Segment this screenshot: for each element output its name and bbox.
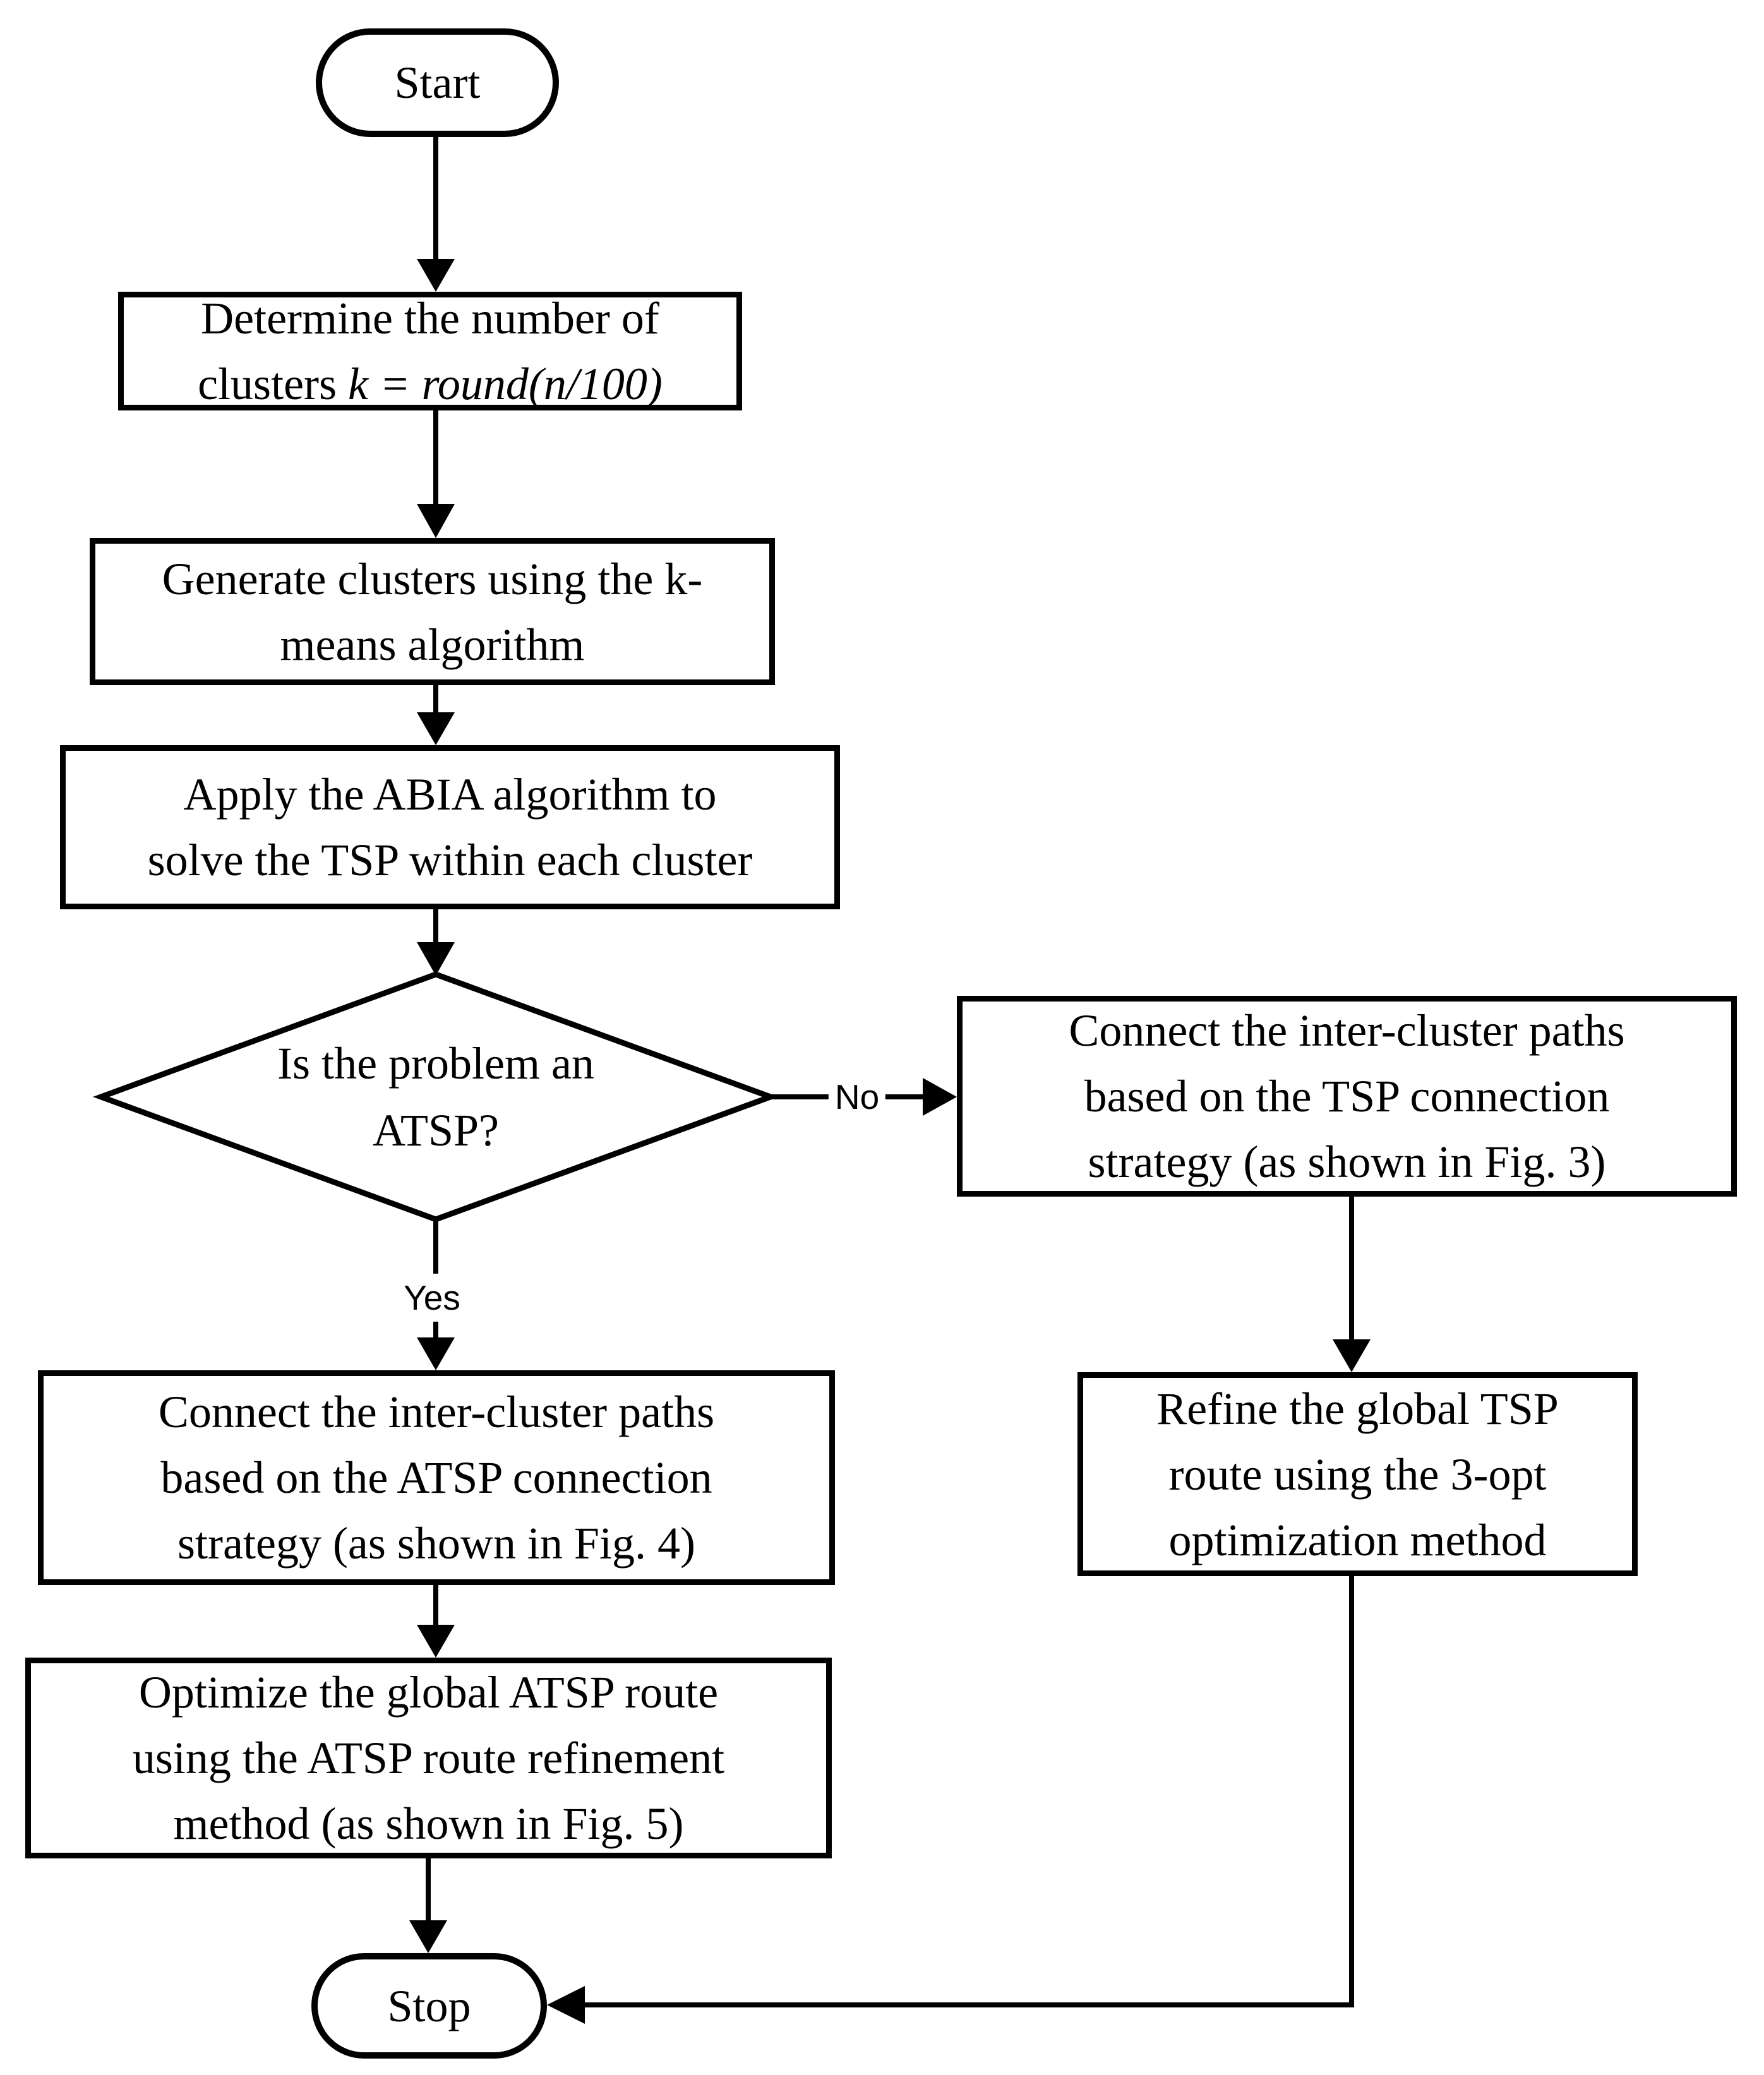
stop-label: Stop — [387, 1980, 471, 2031]
process-optimize-atsp-route: Optimize the global ATSP route using the… — [25, 1658, 832, 1858]
process-apply-abia: Apply the ABIA algorithm to solve the TS… — [60, 745, 840, 909]
decision-text-line: ATSP? — [372, 1105, 500, 1156]
process-text-line: Determine the number of — [201, 293, 659, 344]
process-text-line: strategy (as shown in Fig. 4) — [177, 1518, 695, 1569]
process-generate-clusters: Generate clusters using the k- means alg… — [90, 538, 775, 685]
stop-node: Stop — [311, 1953, 547, 2059]
process-text-line: based on the TSP connection — [1084, 1071, 1610, 1121]
process-text-line: optimization method — [1168, 1514, 1547, 1565]
cluster-count-formula: k = round(n/100) — [348, 359, 663, 409]
edge-optimize-to-stop — [409, 1857, 447, 1953]
edge-abia-to-decision — [417, 908, 455, 976]
start-node: Start — [316, 28, 559, 137]
process-text-line: Apply the ABIA algorithm to — [183, 769, 717, 820]
process-text-line: Refine the global TSP — [1156, 1383, 1559, 1434]
process-text-line: Connect the inter-cluster paths — [1069, 1005, 1625, 1056]
edge-connect-tsp-to-refine — [1333, 1195, 1371, 1372]
edge-determine-to-generate — [417, 409, 455, 538]
process-text-line: route using the 3-opt — [1168, 1449, 1547, 1500]
process-connect-atsp-paths: Connect the inter-cluster paths based on… — [38, 1370, 835, 1585]
edge-generate-to-abia — [417, 684, 455, 745]
start-label: Start — [394, 57, 481, 108]
edge-start-to-determine — [417, 136, 455, 292]
process-text-line: strategy (as shown in Fig. 3) — [1088, 1137, 1606, 1187]
process-text-line: clusters k = round(n/100) — [198, 359, 663, 409]
process-determine-clusters: Determine the number of clusters k = rou… — [118, 292, 742, 410]
process-text-line: Connect the inter-cluster paths — [158, 1387, 715, 1437]
edge-refine-to-stop — [547, 1575, 1354, 2024]
process-text-line: means algorithm — [280, 619, 585, 670]
process-text-line: Optimize the global ATSP route — [138, 1667, 719, 1718]
process-text-line: using the ATSP route refinement — [132, 1733, 725, 1783]
process-text-line: solve the TSP within each cluster — [147, 835, 753, 885]
process-text-line: based on the ATSP connection — [160, 1452, 712, 1503]
process-text-line: method (as shown in Fig. 5) — [173, 1798, 684, 1849]
edge-label-yes: Yes — [397, 1274, 467, 1322]
decision-diamond-shape — [92, 971, 779, 1223]
decision-text-line: Is the problem an — [277, 1038, 594, 1089]
process-text-line: Generate clusters using the k- — [162, 553, 703, 604]
process-refine-tsp-route: Refine the global TSP route using the 3-… — [1077, 1372, 1638, 1576]
decision-is-atsp: Is the problem an ATSP? — [215, 993, 657, 1201]
process-connect-tsp-paths: Connect the inter-cluster paths based on… — [957, 996, 1737, 1197]
edge-label-no: No — [828, 1073, 886, 1121]
edge-connect-atsp-to-optimize — [417, 1584, 455, 1658]
